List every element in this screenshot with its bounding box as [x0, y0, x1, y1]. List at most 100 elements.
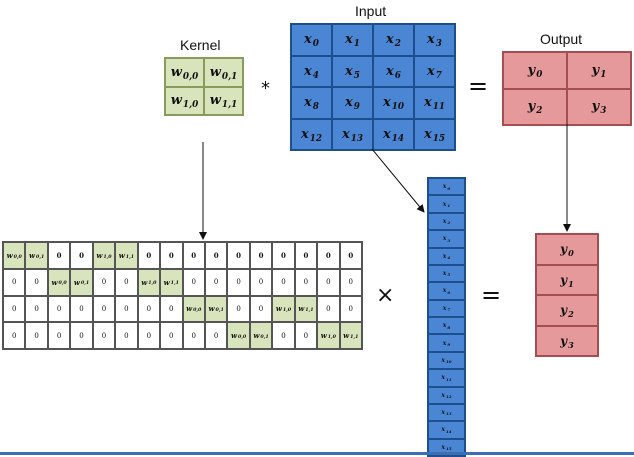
output-vector-cell: y1: [536, 264, 598, 295]
matrix-zero-cell: 0: [70, 295, 93, 323]
output-vector-cell-subscript: 2: [568, 309, 574, 320]
input-cell: x10: [373, 87, 414, 119]
matrix-zero-cell: 0: [249, 295, 273, 323]
matrix-zero-cell: 0: [227, 242, 250, 269]
output-label: Output: [540, 31, 583, 47]
matrix-zero-cell: 0: [92, 295, 116, 323]
matrix-zero-cell: 0: [115, 295, 138, 323]
matrix-zero-cell: 0: [25, 268, 48, 296]
input-cell-subscript: 8: [312, 102, 319, 113]
input-cell-subscript: 7: [435, 70, 442, 81]
matrix-zero-cell: 0: [160, 295, 183, 323]
input-cell-symbol: x: [382, 126, 391, 142]
matrix-zero-cell: 0: [249, 242, 273, 269]
matrix-zero-cell: 0: [160, 242, 183, 269]
output-cell: y2: [503, 88, 567, 125]
input-label: Input: [355, 3, 387, 19]
input-vector-cell: x6: [428, 282, 465, 300]
output-cell: y1: [567, 52, 631, 89]
input-vector-cell: x7: [428, 299, 465, 317]
matrix-zero-cell: 0: [317, 242, 340, 269]
input-cell-symbol: x: [345, 95, 353, 111]
matrix-zero-cell: 0: [227, 295, 250, 323]
kernel-cell-symbol: w: [209, 64, 221, 80]
output-vector-cell-symbol: y: [560, 272, 568, 287]
output-vector-cell-subscript: 0: [568, 248, 574, 259]
input-vector-cell-subscript: 3: [447, 237, 451, 243]
input-cell-symbol: x: [304, 63, 312, 79]
kernel-cell: w0,1: [204, 58, 243, 87]
input-cell-subscript: 15: [432, 133, 446, 144]
matrix-zero-cell: 0: [272, 322, 295, 349]
input-cell-symbol: x: [345, 32, 353, 48]
input-cell-symbol: x: [386, 32, 394, 48]
matrix-zero-cell: 0: [70, 322, 93, 349]
input-cell-symbol: x: [423, 95, 432, 111]
kernel-cell-subscript: 1,0: [182, 100, 199, 111]
matrix-zero-cell: 0: [182, 268, 205, 296]
output-cell-subscript: 3: [600, 106, 607, 117]
input-vector-cell-subscript: 12: [445, 394, 452, 400]
input-vector-cell: x3: [428, 230, 465, 248]
output-vector-cell: y2: [536, 295, 598, 326]
kernel-cell: w1,1: [204, 86, 243, 115]
convolution-operator: *: [261, 78, 270, 99]
matrix-zero-cell: 0: [47, 295, 71, 323]
matrix-zero-cell: 0: [70, 242, 93, 269]
input-vector-cell-subscript: 2: [447, 220, 451, 226]
input-vector-cell-subscript: 11: [445, 376, 452, 382]
input-cell-symbol: x: [386, 63, 394, 79]
input-vector-cell: x0: [428, 178, 465, 196]
matrix-zero-cell: 0: [137, 322, 161, 349]
output-vector-cell-subscript: 3: [568, 339, 574, 350]
kernel-cell-symbol: w: [170, 64, 182, 80]
input-vector-cell-symbol: x: [442, 200, 447, 208]
kernel-cell-subscript: 0,0: [182, 71, 199, 82]
input-vector-cell-symbol: x: [442, 270, 447, 278]
equals-operator-top: =: [468, 72, 489, 100]
input-cell-subscript: 0: [312, 39, 319, 50]
matrix-zero-cell: 0: [92, 268, 116, 296]
input-cell: x6: [373, 55, 414, 87]
input-vector-cell-subscript: 4: [447, 255, 451, 261]
input-cell-symbol: x: [304, 95, 312, 111]
output-vector-cell: y3: [536, 325, 598, 356]
input-cell: x14: [373, 118, 414, 150]
input-cell-subscript: 12: [309, 133, 323, 144]
input-vector-cell-subscript: 5: [447, 272, 451, 278]
input-cell-subscript: 5: [353, 70, 360, 81]
input-vector-cell-symbol: x: [442, 217, 447, 225]
input-vector-cell: x8: [428, 317, 465, 335]
kernel-cell-subscript: 0,1: [221, 71, 238, 82]
output-vector-cell-symbol: y: [560, 242, 568, 257]
output-cell-symbol: y: [591, 62, 600, 78]
output-vector-cell-symbol: y: [560, 333, 568, 348]
input-cell: x12: [291, 118, 332, 150]
matrix-zero-cell: 0: [294, 242, 318, 269]
matrix-zero-cell: 0: [92, 322, 116, 349]
input-vector-cell-symbol: x: [441, 443, 445, 451]
matrix-zero-cell: 0: [317, 295, 340, 323]
input-cell: x13: [332, 118, 373, 150]
input-cell-subscript: 2: [394, 39, 401, 50]
matrix-zero-cell: 0: [249, 268, 273, 296]
output-cell-symbol: y: [527, 99, 536, 115]
kernel-cell: w1,0: [165, 86, 204, 115]
input-vector-cell: x2: [428, 212, 465, 231]
input-vector-cell: x13: [428, 403, 465, 422]
matrix-zero-cell: 0: [182, 322, 205, 349]
matrix-zero-cell: 0: [294, 268, 318, 296]
